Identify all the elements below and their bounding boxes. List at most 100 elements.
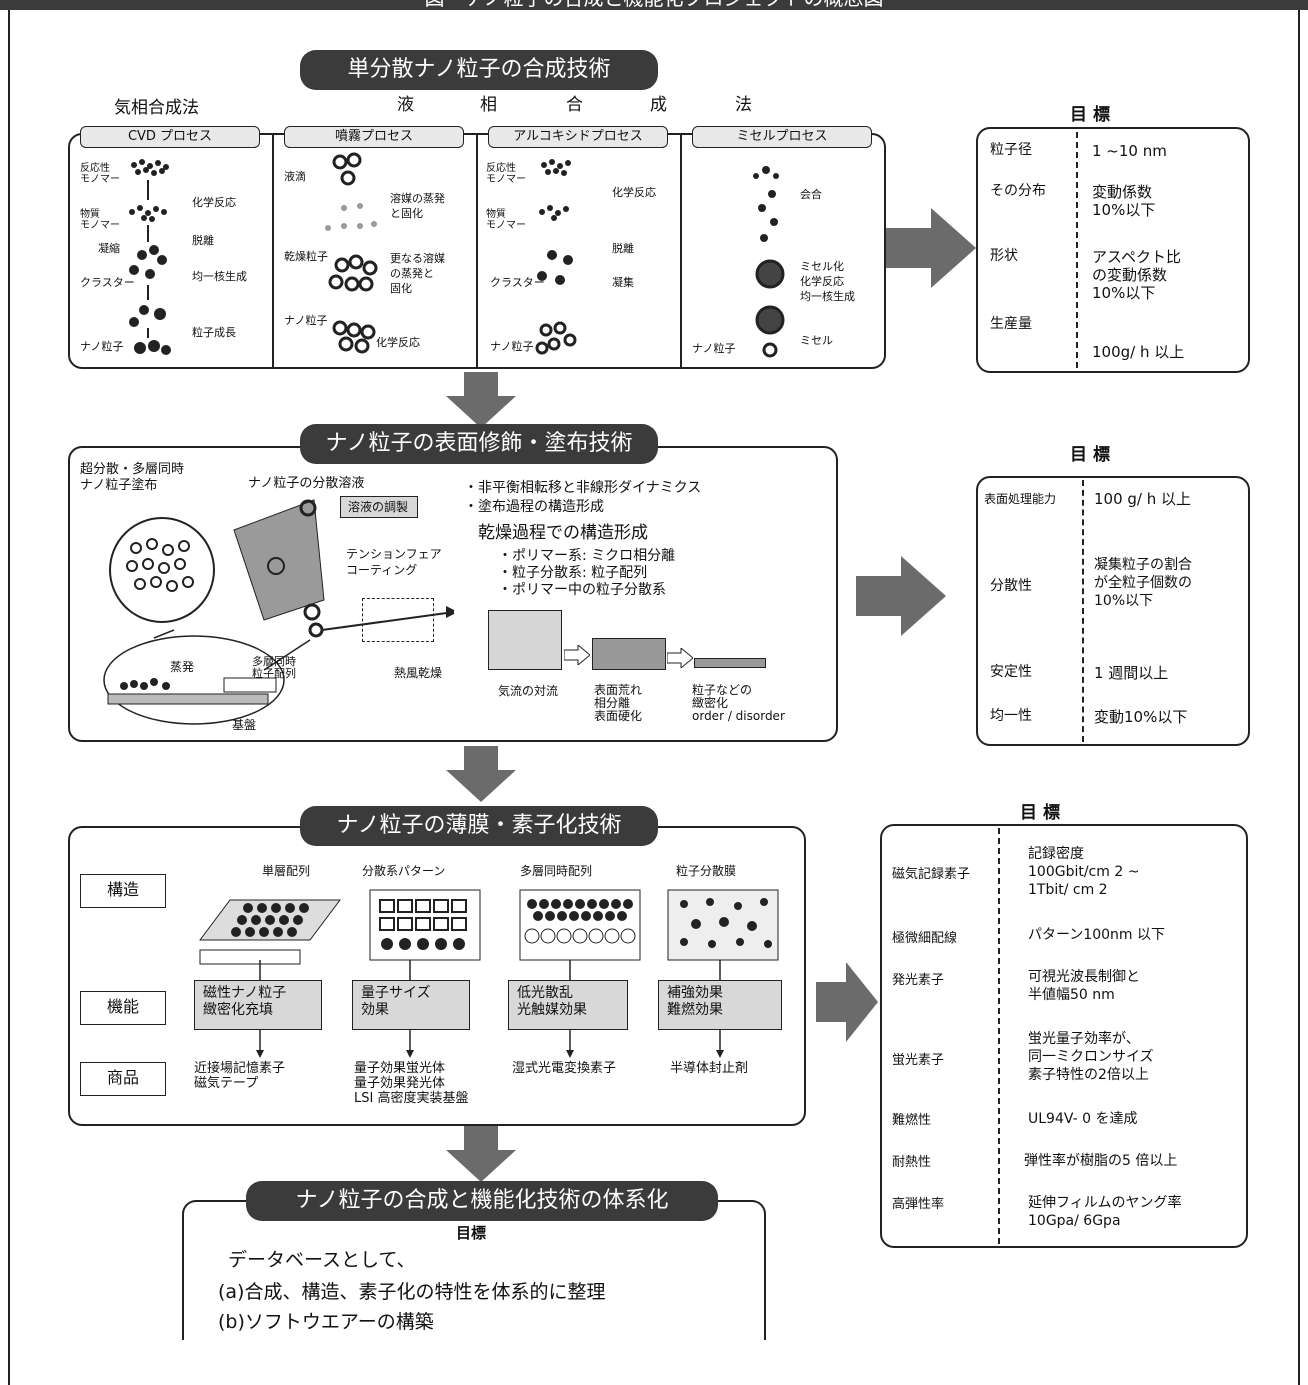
tab-cvd: CVD プロセス: [80, 126, 260, 148]
arrow-down-icon: [446, 372, 516, 428]
alkoxide-illustration: [535, 159, 577, 355]
cvd-label: ナノ粒子: [80, 340, 124, 353]
alkoxide-label: クラスター: [490, 276, 545, 289]
goal3-value: 可視光波長制御と 半値幅50 nm: [1028, 969, 1140, 1003]
goal2-key: 表面処理能力: [984, 492, 1057, 506]
function-cell: 量子サイズ 効果: [352, 980, 470, 1030]
goal2-value: 凝集粒子の割合 が全粒子個数の 10%以下: [1094, 557, 1192, 609]
cvd-label: 物質 モノマー: [80, 209, 120, 231]
alkoxide-label: 脱離: [612, 242, 634, 255]
spray-label: 化学反応: [376, 336, 420, 349]
goal2-key: 均一性: [990, 708, 1032, 724]
micelle-label: ミセル: [800, 334, 833, 347]
goal2-box: [976, 476, 1250, 746]
micelle-label: ナノ粒子: [692, 342, 736, 355]
arrow-right-icon: [816, 962, 878, 1042]
spray-label: 液滴: [284, 170, 306, 183]
product-label: 半導体封止剤: [670, 1061, 749, 1076]
col-header: 多層同時配列: [520, 864, 593, 878]
s2-hot-air: 熱風乾燥: [394, 666, 443, 680]
dry-arrow-icon: [667, 648, 693, 668]
section4-line: (a)合成、構造、素子化の特性を体系的に整理: [218, 1281, 606, 1303]
s2-dry-title: 乾燥過程での構造形成: [478, 523, 648, 543]
method-gas-label: 気相合成法: [114, 98, 199, 118]
process-divider: [272, 133, 274, 369]
product-label: 近接場記憶素子 磁気テープ: [194, 1061, 286, 1091]
goal3-key: 極微細配線: [892, 931, 958, 946]
section4-line: (b)ソフトウエアーの構築: [218, 1311, 434, 1333]
goal1-value: 1 ~10 nm: [1092, 142, 1167, 160]
goal3-box: [880, 824, 1248, 1248]
goal1-box: [976, 127, 1250, 373]
section3-title: ナノ粒子の薄膜・素子化技術: [300, 806, 658, 846]
s2-adjust-box: [340, 496, 418, 518]
dry-stage-2: [592, 638, 666, 670]
cvd-label: 粒子成長: [192, 326, 236, 339]
goal2-title: 目 標: [1070, 445, 1110, 465]
tab-alkoxide: アルコキシドプロセス: [488, 126, 668, 148]
alkoxide-label: 物質 モノマー: [486, 209, 526, 231]
alkoxide-label: 反応性 モノマー: [486, 163, 526, 185]
goal1-value: アスペクト比 の変動係数 10%以下: [1092, 248, 1181, 302]
section3-box: [68, 826, 806, 1126]
col-header: 分散系パターン: [362, 864, 446, 878]
header-bar: [0, 0, 1308, 10]
goal3-key: 難燃性: [892, 1113, 932, 1128]
s2-dispersion: ナノ粒子の分散溶液: [248, 476, 365, 491]
goal3-title: 目 標: [1020, 803, 1060, 823]
arrow-right-icon: [856, 556, 946, 636]
goal1-value: 100g/ h 以上: [1092, 343, 1185, 361]
goal3-divider: [998, 828, 1000, 1244]
cvd-illustration: [129, 159, 171, 355]
cvd-label: 凝縮: [98, 242, 120, 255]
goal3-key: 蛍光素子: [892, 1053, 945, 1068]
tab-spray: 噴霧プロセス: [284, 126, 464, 148]
s2-tension: テンションフェア コーティング: [346, 547, 442, 577]
s2-evap: 蒸発: [170, 660, 195, 674]
spray-label: 更なる溶媒 の蒸発と 固化: [390, 252, 445, 295]
alkoxide-label: 凝集: [612, 276, 634, 289]
coating-illustration: [103, 499, 454, 725]
s2-cap1: 気流の対流: [498, 684, 559, 698]
outer-frame: [8, 10, 1300, 1385]
goal1-divider: [1076, 132, 1078, 368]
s2-bullets: ・非平衡相転移と非線形ダイナミクス ・塗布過程の構造形成: [464, 480, 702, 515]
s2-substrate: 基盤: [232, 718, 257, 732]
cvd-label: 化学反応: [192, 196, 236, 209]
micelle-label: ミセル化 化学反応 均一核生成: [800, 260, 855, 303]
goal3-value: 蛍光量子効率が、 同一ミクロンサイズ 素子特性の2倍以上: [1028, 1031, 1154, 1083]
col-header: 単層配列: [262, 864, 311, 878]
goal1-title: 目 標: [1070, 105, 1110, 125]
function-cell: 低光散乱 光触媒効果: [508, 980, 628, 1030]
hotair-box: [362, 598, 434, 642]
function-cell: 補強効果 難燃効果: [658, 980, 782, 1030]
arrow-right-icon: [886, 208, 976, 288]
product-label: 湿式光電変換素子: [512, 1061, 617, 1076]
goal2-value: 1 週間以上: [1094, 664, 1169, 682]
process-divider: [680, 133, 682, 369]
goal3-value: パターン100nm 以下: [1028, 927, 1165, 943]
function-cell: 磁性ナノ粒子 緻密化充填: [194, 980, 322, 1030]
header-title: 図 ナノ粒子の合成と機能化プロジェクトの概念図: [0, 0, 1308, 10]
row-label-structure: 構造: [80, 874, 166, 908]
cvd-label: クラスター: [80, 276, 135, 289]
section2-title: ナノ粒子の表面修飾・塗布技術: [300, 424, 658, 464]
dry-arrow-icon: [564, 645, 590, 665]
goal3-value: UL94V- 0 を達成: [1028, 1111, 1138, 1127]
row-label-product: 商品: [80, 1062, 166, 1096]
goal1-key: 形状: [990, 248, 1018, 264]
cvd-label: 脱離: [192, 234, 214, 247]
arrow-down-icon: [446, 746, 516, 802]
alkoxide-label: ナノ粒子: [490, 340, 534, 353]
col-header: 粒子分散膜: [676, 864, 737, 878]
tab-micelle: ミセルプロセス: [692, 126, 872, 148]
spray-label: ナノ粒子: [284, 314, 328, 327]
goal1-key: 粒子径: [990, 142, 1032, 158]
s2-dry-items: ・ポリマー系: ミクロ相分離 ・粒子分散系: 粒子配列 ・ポリマー中の粒子分散系: [498, 548, 676, 598]
section4-title: ナノ粒子の合成と機能化技術の体系化: [246, 1181, 718, 1221]
spray-label: 溶媒の蒸発 と固化: [390, 192, 445, 220]
goal2-key: 分散性: [990, 578, 1032, 594]
arrow-down-icon: [446, 1126, 516, 1182]
micelle-illustration: [753, 166, 785, 358]
row-label-function: 機能: [80, 991, 166, 1025]
